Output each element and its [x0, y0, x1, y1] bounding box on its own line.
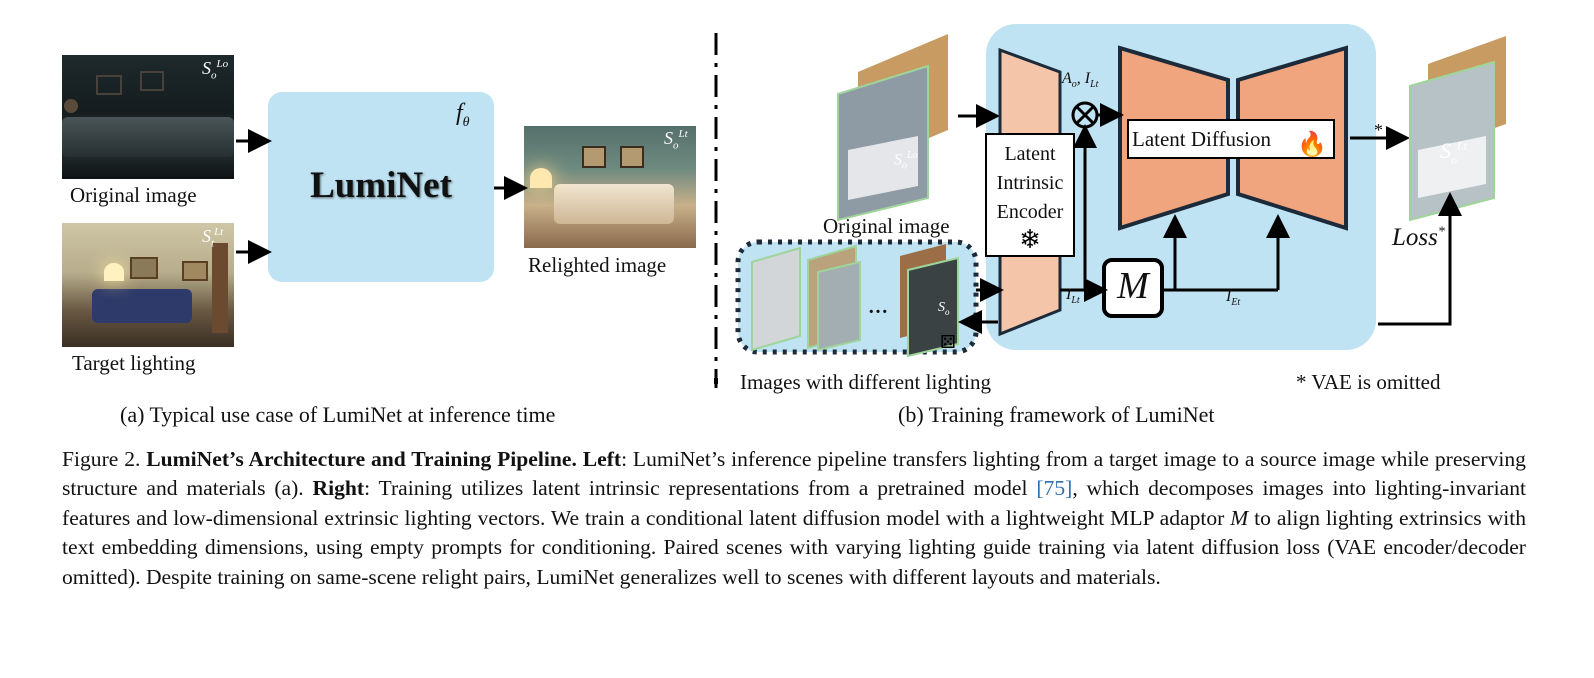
diagram-svg: ❄ 🔥 ⚄: [236, 24, 1506, 388]
original-image-photo: [62, 55, 234, 179]
target-lighting-photo: [62, 223, 234, 347]
symbol-s-target: StLt: [202, 226, 224, 250]
encoder-label-line-3: Encoder: [996, 201, 1064, 223]
images-different-lighting-label: Images with different lighting: [740, 370, 991, 394]
f-theta-symbol: fθ: [456, 100, 470, 130]
luminet-model-box: LumiNet fθ: [268, 92, 494, 282]
latent-diffusion-label-box: [1127, 119, 1335, 159]
original-image-stack: [837, 34, 948, 222]
group-ellipsis: …: [868, 296, 888, 318]
vae-note: * VAE is omitted: [1296, 370, 1441, 394]
luminet-model-name: LumiNet: [310, 165, 452, 206]
loss-label: Loss*: [1392, 224, 1445, 251]
caption-figure-label: Figure 2.: [62, 447, 141, 471]
target-lighting-label: Target lighting: [72, 351, 196, 375]
output-image-stack: [1409, 36, 1506, 222]
caption-citation-link[interactable]: [75]: [1036, 476, 1073, 501]
latent-diffusion-label: Latent Diffusion: [1132, 127, 1272, 151]
group-s-symbol: So: [938, 300, 950, 317]
output-star: *: [1374, 120, 1383, 140]
panel-b-orig-s-symbol: SoLo: [894, 150, 918, 172]
encoder-label-line-1: Latent: [1004, 143, 1056, 165]
mlp-label: M: [1117, 265, 1149, 307]
vector-il-bottom-label: ILt: [1066, 286, 1080, 307]
arrow-to-loss: [1378, 192, 1462, 326]
dice-icon: ⚄: [940, 332, 956, 352]
encoder-label-box: [985, 133, 1075, 257]
encoder-label-line-2: Intrinsic: [996, 172, 1064, 194]
caption-left-label: Left: [582, 447, 622, 471]
vector-ie-label: IEt: [1226, 288, 1241, 309]
caption-right-label: Right: [312, 476, 365, 501]
trainable-flame-icon: 🔥: [1297, 130, 1327, 158]
subcaption-a: (a) Typical use case of LumiNet at infer…: [120, 402, 556, 427]
caption-text-3: , which decomposes images into lighting-…: [62, 476, 1527, 530]
panel-b-original-label: Original image: [823, 214, 950, 238]
encoder-label: Latent Intrinsic Encoder: [986, 140, 1074, 227]
subcaption-b: (b) Training framework of LumiNet: [898, 402, 1215, 427]
figure-caption: Figure 2. LumiNet’s Architecture and Tra…: [62, 445, 1526, 592]
symbol-s-original: SoLo: [202, 58, 229, 82]
output-s-symbol: SoLt: [1440, 138, 1468, 167]
caption-text-4: to align lighting extrinsics with text e…: [62, 505, 1526, 589]
original-image-label: Original image: [70, 183, 197, 207]
caption-mlp-symbol: M: [1230, 505, 1249, 530]
vector-ao-il-label: Ao, ILt: [1062, 70, 1099, 91]
caption-text-1: : LumiNet’s inference pipeline transfers…: [62, 447, 1526, 501]
frozen-snowflake-icon: ❄: [1019, 225, 1041, 254]
caption-text-2: : Training utilizes latent intrinsic rep…: [364, 476, 1037, 501]
symbol-s-relit: SoLt: [664, 128, 688, 152]
relighted-image-label: Relighted image: [528, 253, 667, 277]
relighted-image-photo: [524, 126, 696, 248]
caption-title: LumiNet’s Architecture and Training Pipe…: [146, 447, 577, 471]
